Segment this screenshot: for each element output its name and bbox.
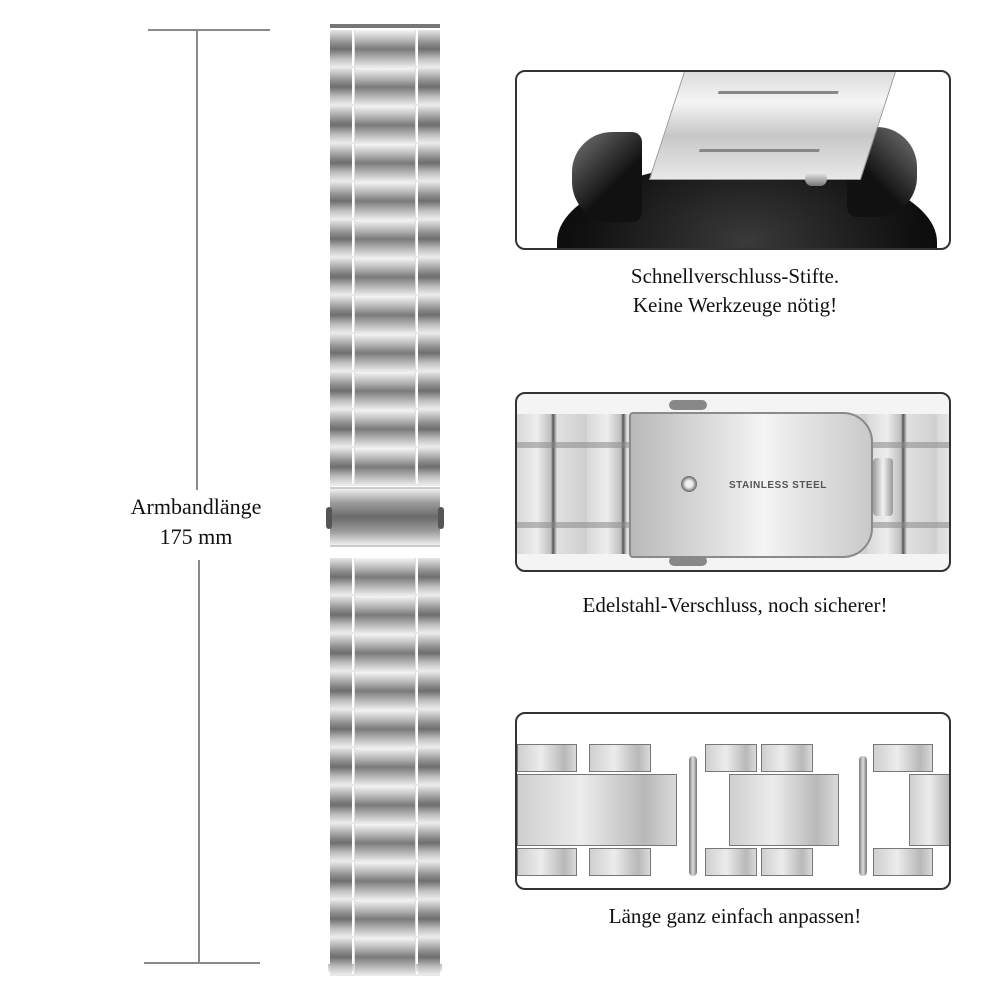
bracelet-link (330, 372, 440, 410)
clasp-tab-top (669, 400, 707, 410)
dimension-line-lower (198, 560, 200, 962)
stainless-steel-engraving: STAINLESS STEEL (729, 480, 827, 491)
bracelet-link (330, 30, 440, 68)
clasp-caption: Edelstahl-Verschluss, noch sicherer! (582, 593, 888, 617)
quick-release-photo (515, 70, 951, 250)
bracelet-link (330, 710, 440, 748)
dimension-top-cap (148, 29, 270, 31)
bracelet-link (330, 258, 440, 296)
band-length-title: Armbandlänge (130, 494, 262, 519)
bracelet-link (330, 824, 440, 862)
bracelet-link (330, 144, 440, 182)
clasp-release-button-right (438, 507, 444, 529)
clasp-rivet (681, 476, 697, 492)
link-adjust-caption: Länge ganz einfach anpassen! (608, 904, 862, 928)
dimension-bottom-cap (144, 962, 260, 964)
bracelet-end-bar (330, 24, 440, 28)
bracelet-link (330, 68, 440, 106)
watch-lug (572, 132, 642, 222)
bracelet-link (330, 410, 440, 448)
clasp-release-button-left (326, 507, 332, 529)
bracelet-link (330, 938, 440, 976)
bracelet-link (330, 220, 440, 258)
spring-bar (859, 756, 867, 876)
spring-bar (689, 756, 697, 876)
bracelet-link (330, 786, 440, 824)
bracelet-link (330, 862, 440, 900)
quick-release-pin (805, 172, 827, 186)
bracelet-link (330, 558, 440, 596)
band-length-label: Armbandlänge 175 mm (96, 492, 296, 552)
bracelet-link (330, 900, 440, 938)
dimension-line-upper (196, 30, 198, 490)
bracelet-end-link (648, 72, 898, 180)
bracelet-clasp (326, 479, 444, 555)
clasp-photo: STAINLESS STEEL (515, 392, 951, 572)
quick-release-caption: Schnellverschluss-Stifte. Keine Werkzeug… (630, 264, 840, 317)
bracelet-link (330, 748, 440, 786)
link-adjust-photo (515, 712, 951, 890)
bracelet-link (330, 296, 440, 334)
folding-clasp: STAINLESS STEEL (629, 412, 873, 558)
bracelet-link (330, 672, 440, 710)
bracelet-link (330, 634, 440, 672)
watch-bracelet-image (326, 24, 444, 976)
clasp-hinge (873, 458, 893, 516)
bracelet-link (330, 182, 440, 220)
band-length-value: 175 mm (159, 524, 233, 549)
bracelet-link (330, 596, 440, 634)
clasp-tab-bottom (669, 556, 707, 566)
bracelet-link (330, 106, 440, 144)
bracelet-link (330, 448, 440, 486)
bracelet-link (330, 334, 440, 372)
